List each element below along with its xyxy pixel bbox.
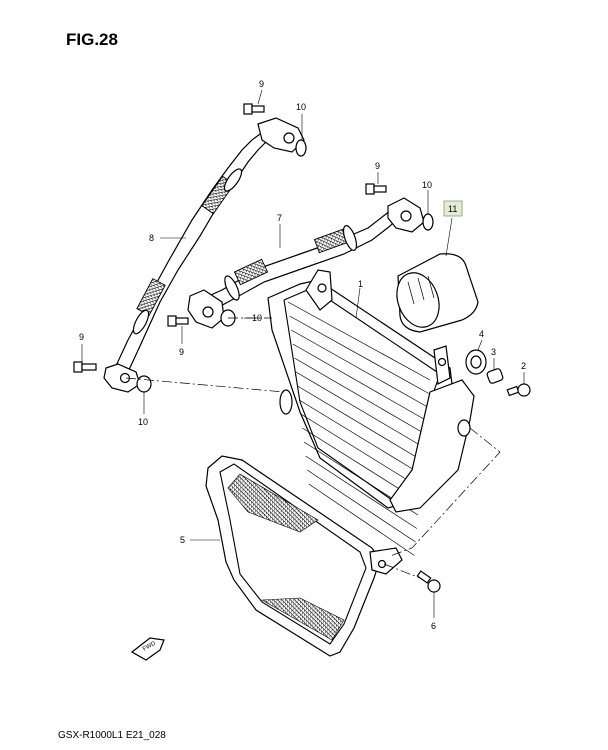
cooler-fin [292, 343, 427, 421]
callout-10-left: 10 [252, 313, 262, 323]
callout-3: 3 [491, 347, 496, 357]
callout-6: 6 [431, 621, 436, 631]
bolt-9-bottom [73, 361, 97, 373]
footer-model-code: GSX-R1000L1 E21_028 [58, 730, 166, 741]
callout-10-bottom: 10 [138, 417, 148, 427]
cooler-fin [294, 357, 426, 435]
o-ring-10-bottom [136, 375, 152, 393]
oil-hose-8 [103, 117, 305, 393]
callout-5: 5 [180, 535, 185, 545]
callout-9-bottom: 9 [79, 332, 84, 342]
o-ring-10-top [295, 139, 307, 157]
callout-8: 8 [149, 233, 154, 243]
o-ring-10-center [422, 213, 434, 231]
bolt-6 [416, 570, 441, 593]
oil-cooler-1 [267, 269, 475, 556]
callout-11: 11 [448, 204, 457, 214]
cooler-fin [291, 329, 428, 408]
cap-3 [486, 368, 504, 384]
callout-9-center: 9 [375, 161, 380, 171]
plug-4 [465, 349, 487, 375]
bolt-2 [506, 383, 531, 397]
callout-10-top: 10 [296, 102, 306, 112]
cooler-fin [289, 315, 429, 394]
cooler-fin [297, 385, 423, 462]
figure-title: FIG.28 [66, 30, 118, 49]
cooler-fin [300, 413, 421, 489]
callout-9-top: 9 [259, 79, 264, 89]
cooler-fin [305, 455, 417, 529]
fwd-direction-arrow: FWD [130, 637, 165, 661]
cooler-guard-5 [205, 455, 403, 657]
callout-7: 7 [277, 213, 282, 223]
cooler-fin [308, 483, 415, 556]
bolt-9-left [167, 315, 189, 327]
callout-leaders [81, 89, 525, 618]
cooler-fin [295, 371, 425, 448]
callout-4: 4 [479, 329, 484, 339]
oil-hose-7 [187, 197, 425, 329]
oil-filter-11 [396, 253, 479, 333]
cooler-fin [287, 301, 431, 381]
cooler-fin [307, 469, 416, 543]
callout-10-center: 10 [422, 180, 432, 190]
bolt-9-top [243, 103, 265, 115]
callout-11-box [443, 200, 463, 217]
callout-9-left: 9 [179, 347, 184, 357]
callout-1: 1 [358, 279, 363, 289]
cooler-fin [299, 399, 422, 475]
bolt-9-center [365, 183, 387, 195]
callout-2: 2 [521, 361, 526, 371]
callout-labels: 9 10 8 7 9 10 11 1 10 9 9 10 4 3 2 5 6 [79, 79, 526, 631]
